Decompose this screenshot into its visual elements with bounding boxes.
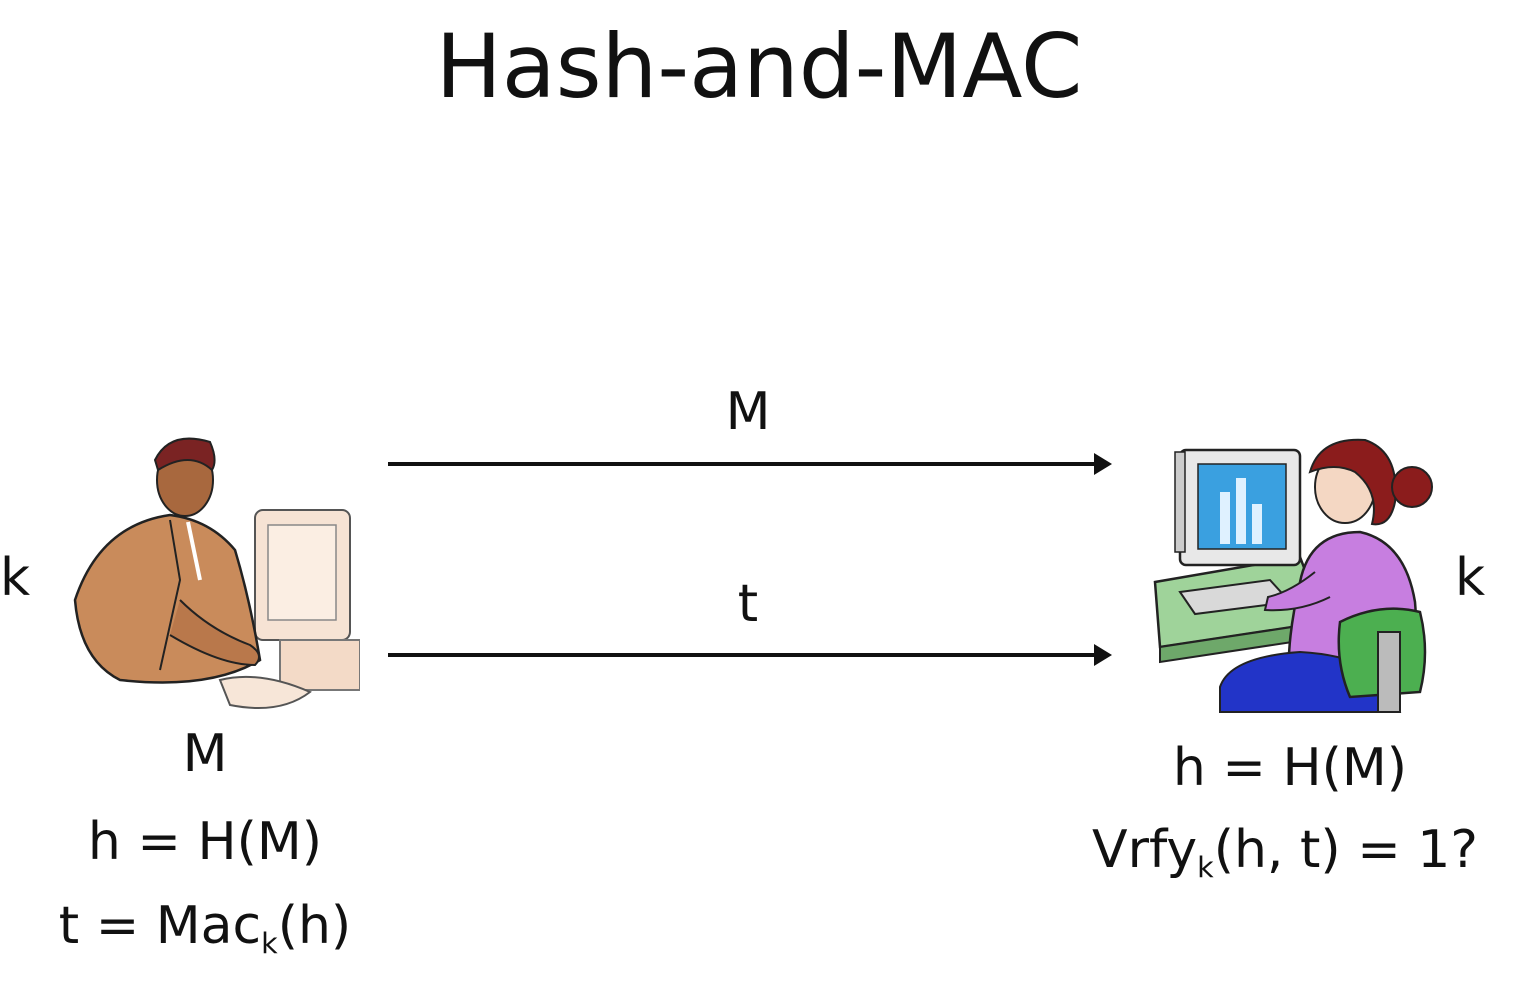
sender-tag-line: t = Mack(h)	[58, 896, 352, 960]
receiver-hash-line: h = H(M)	[1172, 738, 1408, 798]
arrowhead-icon	[1094, 453, 1112, 475]
receiver-verify-line: Vrfyk(h, t) = 1?	[1092, 820, 1478, 884]
sender-hash-line: h = H(M)	[87, 812, 323, 872]
arrowhead-icon	[1094, 644, 1112, 666]
receiver-key-label: k	[1455, 548, 1486, 608]
arrow-label-message: M	[725, 382, 771, 442]
sender-key-label: k	[0, 548, 31, 608]
slide-title: Hash-and-MAC	[435, 15, 1083, 118]
sender-man-computer-icon	[73, 437, 360, 710]
arrow-message	[388, 453, 1112, 475]
sender-message-label: M	[182, 724, 228, 784]
arrow-label-tag: t	[737, 574, 759, 634]
receiver-woman-computer-icon	[1153, 438, 1433, 713]
arrow-tag	[388, 644, 1112, 666]
